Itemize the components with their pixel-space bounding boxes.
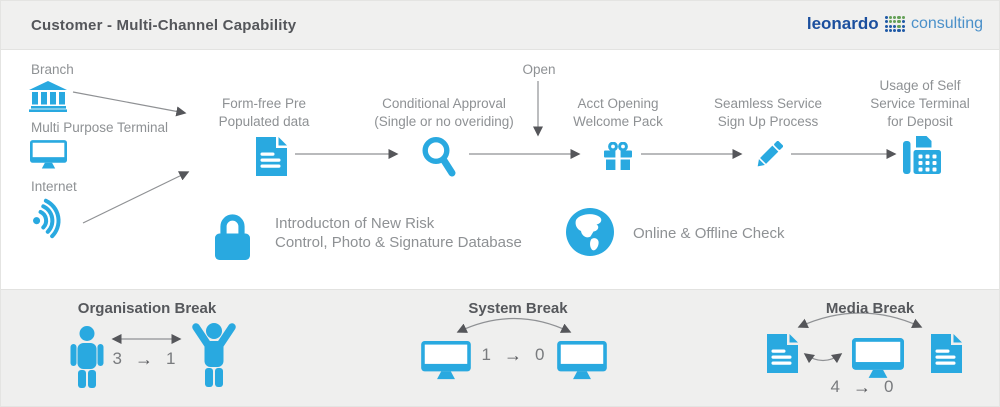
gift-icon	[604, 142, 632, 170]
channel-label-internet: Internet	[31, 179, 77, 194]
document-icon	[767, 334, 798, 373]
document-icon	[931, 334, 962, 373]
channel-label-multi-purpose-terminal: Multi Purpose Terminal	[31, 120, 169, 135]
right-arrow-glyph: →	[504, 345, 522, 365]
break-title-system: System Break	[468, 300, 568, 317]
step-label-conditional-approval: Conditional Approval (Single or no overi…	[374, 96, 514, 129]
fax-icon	[903, 136, 941, 174]
header: Customer - Multi-Channel Capability leon…	[1, 1, 999, 50]
lock-icon	[215, 212, 250, 260]
page-title: Customer - Multi-Channel Capability	[31, 17, 297, 34]
monitor-icon	[852, 338, 904, 380]
system-break-count: 1 → 0	[481, 345, 545, 365]
leonardo-consulting-logo: leonardo consulting	[807, 14, 983, 34]
channel-label-branch: Branch	[31, 62, 74, 77]
organisation-break-count: 3 → 1	[112, 349, 176, 369]
break-title-organisation: Organisation Break	[77, 300, 217, 317]
step-label-self-service-terminal: Usage of Self Service Terminal for Depos…	[870, 78, 970, 129]
step-label-seamless-service: Seamless Service Sign Up Process	[713, 96, 823, 129]
media-break-count: 4 → 0	[830, 377, 894, 397]
monitor-icon	[557, 341, 607, 381]
logo-suffix: consulting	[910, 15, 983, 32]
step-label-form-free: Form-free Pre Populated data	[218, 96, 310, 129]
logo-grid-icon	[884, 15, 905, 33]
breaks-band	[1, 289, 999, 406]
person-arms-up-icon	[190, 322, 238, 388]
break-title-media: Media Break	[825, 300, 915, 317]
pencil-icon	[753, 141, 783, 171]
wifi-icon	[28, 197, 64, 241]
note-risk-control: Introducton of New Risk Control, Photo &…	[275, 215, 522, 251]
right-arrow-glyph: →	[853, 377, 871, 397]
logo-name: leonardo	[806, 14, 879, 33]
globe-icon	[566, 208, 614, 256]
person-icon	[69, 326, 105, 388]
step-label-acct-opening: Acct Opening Welcome Pack	[573, 96, 663, 129]
search-icon	[421, 137, 457, 178]
monitor-icon	[30, 140, 67, 170]
right-arrow-glyph: →	[135, 349, 153, 369]
open-label: Open	[522, 62, 556, 77]
bank-icon	[29, 81, 67, 112]
note-online-offline: Online & Offline Check	[633, 225, 785, 242]
monitor-icon	[421, 341, 471, 381]
document-icon	[256, 137, 287, 176]
